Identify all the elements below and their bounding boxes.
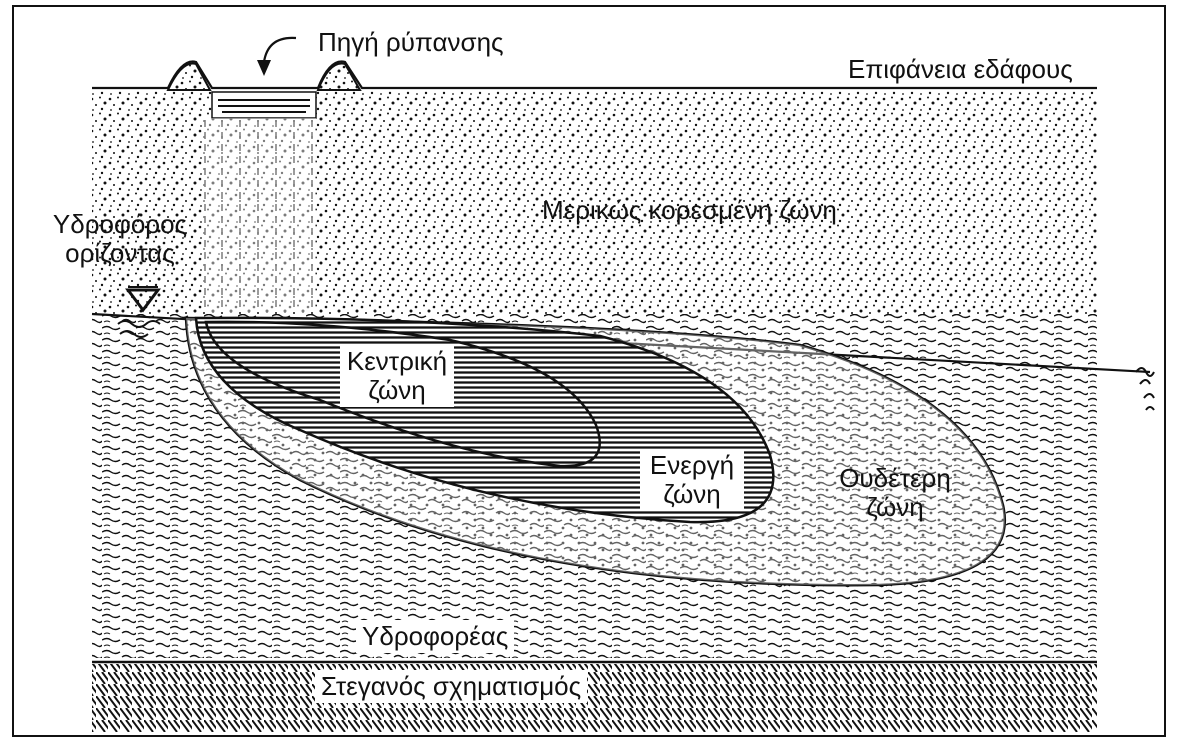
- water-table-label: Υδροφόρος ορίζοντας: [36, 210, 204, 268]
- percolation-column: [202, 118, 316, 312]
- aquifer-label: Υδροφορέας: [356, 620, 514, 653]
- active-zone-label-line1: Ενεργή: [646, 451, 738, 480]
- neutral-zone-label-line1: Ουδέτερη: [830, 464, 960, 493]
- impermeable-layer-label: Στεγανός σχηματισμός: [315, 670, 587, 703]
- central-zone-label: Κεντρική ζώνη: [340, 345, 454, 407]
- neutral-zone-label-line2: ζώνη: [830, 493, 960, 522]
- arrow-down-icon: [257, 38, 296, 76]
- central-zone-label-line1: Κεντρική: [346, 347, 448, 376]
- unsaturated-zone-label: Μερικώς κορεσμένη ζώνη: [542, 196, 837, 225]
- active-zone-label: Ενεργή ζώνη: [640, 449, 744, 511]
- water-table-label-line1: Υδροφόρος: [36, 210, 204, 239]
- water-table-end-squiggle: [1136, 368, 1154, 410]
- central-zone-label-line2: ζώνη: [346, 376, 448, 405]
- neutral-zone-label: Ουδέτερη ζώνη: [830, 464, 960, 522]
- impermeable-layer: [92, 664, 1097, 732]
- ground-surface-label: Επιφάνεια εδάφους: [848, 55, 1073, 84]
- active-zone-label-line2: ζώνη: [646, 480, 738, 509]
- water-table-label-line2: ορίζοντας: [36, 239, 204, 268]
- source-label: Πηγή ρύπανσης: [318, 28, 504, 57]
